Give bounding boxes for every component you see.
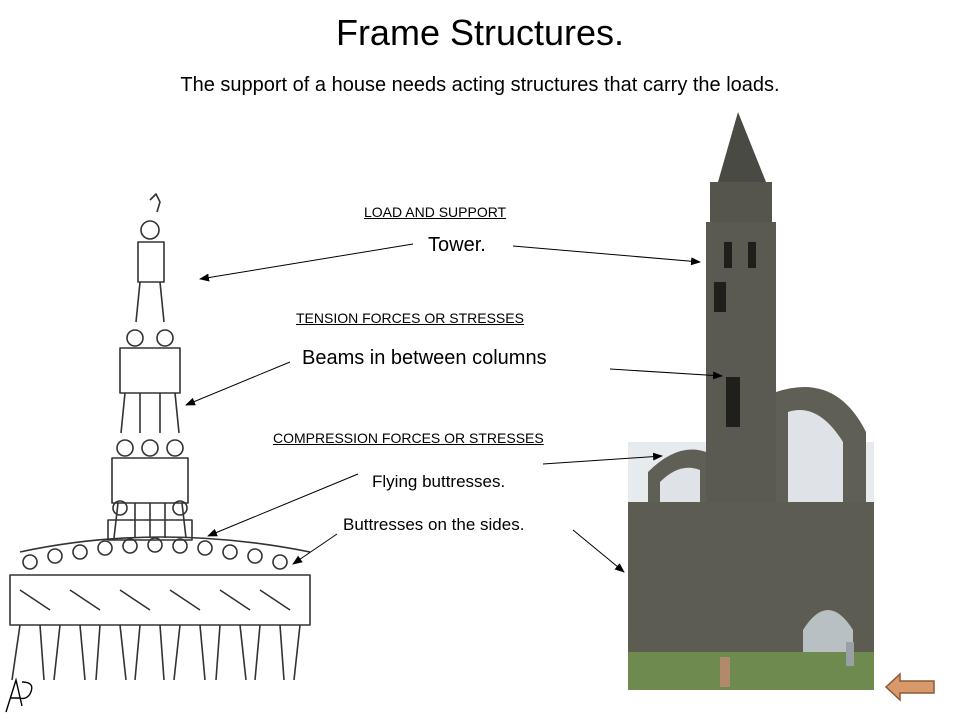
heading-tension: TENSION FORCES OR STRESSES <box>296 310 524 326</box>
tower-arrow-left <box>199 243 414 282</box>
heading-compression: COMPRESSION FORCES OR STRESSES <box>273 430 544 446</box>
beams-arrow-left <box>185 361 291 406</box>
compression-arrow-right <box>542 452 663 465</box>
slide-title: Frame Structures. <box>335 12 625 53</box>
label-beams: Beams in between columns <box>302 347 547 369</box>
back-button[interactable] <box>884 672 936 702</box>
heading-load-support: LOAD AND SUPPORT <box>364 204 507 220</box>
buttress-arrow-right <box>572 529 625 573</box>
back-arrow-icon <box>884 672 935 702</box>
flying-arrow-left <box>207 473 359 537</box>
slide-subtitle: The support of a house needs acting stru… <box>180 74 780 96</box>
cathedral-ruin-photo <box>628 112 874 690</box>
human-tower-illustration <box>9 193 311 681</box>
tower-arrow-right <box>512 245 701 266</box>
signature-mark <box>5 677 33 713</box>
label-flying-buttresses: Flying buttresses. <box>372 472 506 491</box>
buttress-arrow-left <box>292 533 338 565</box>
beams-arrow-right <box>609 368 723 380</box>
label-tower: Tower. <box>428 234 486 256</box>
label-side-buttresses: Buttresses on the sides. <box>343 515 525 534</box>
